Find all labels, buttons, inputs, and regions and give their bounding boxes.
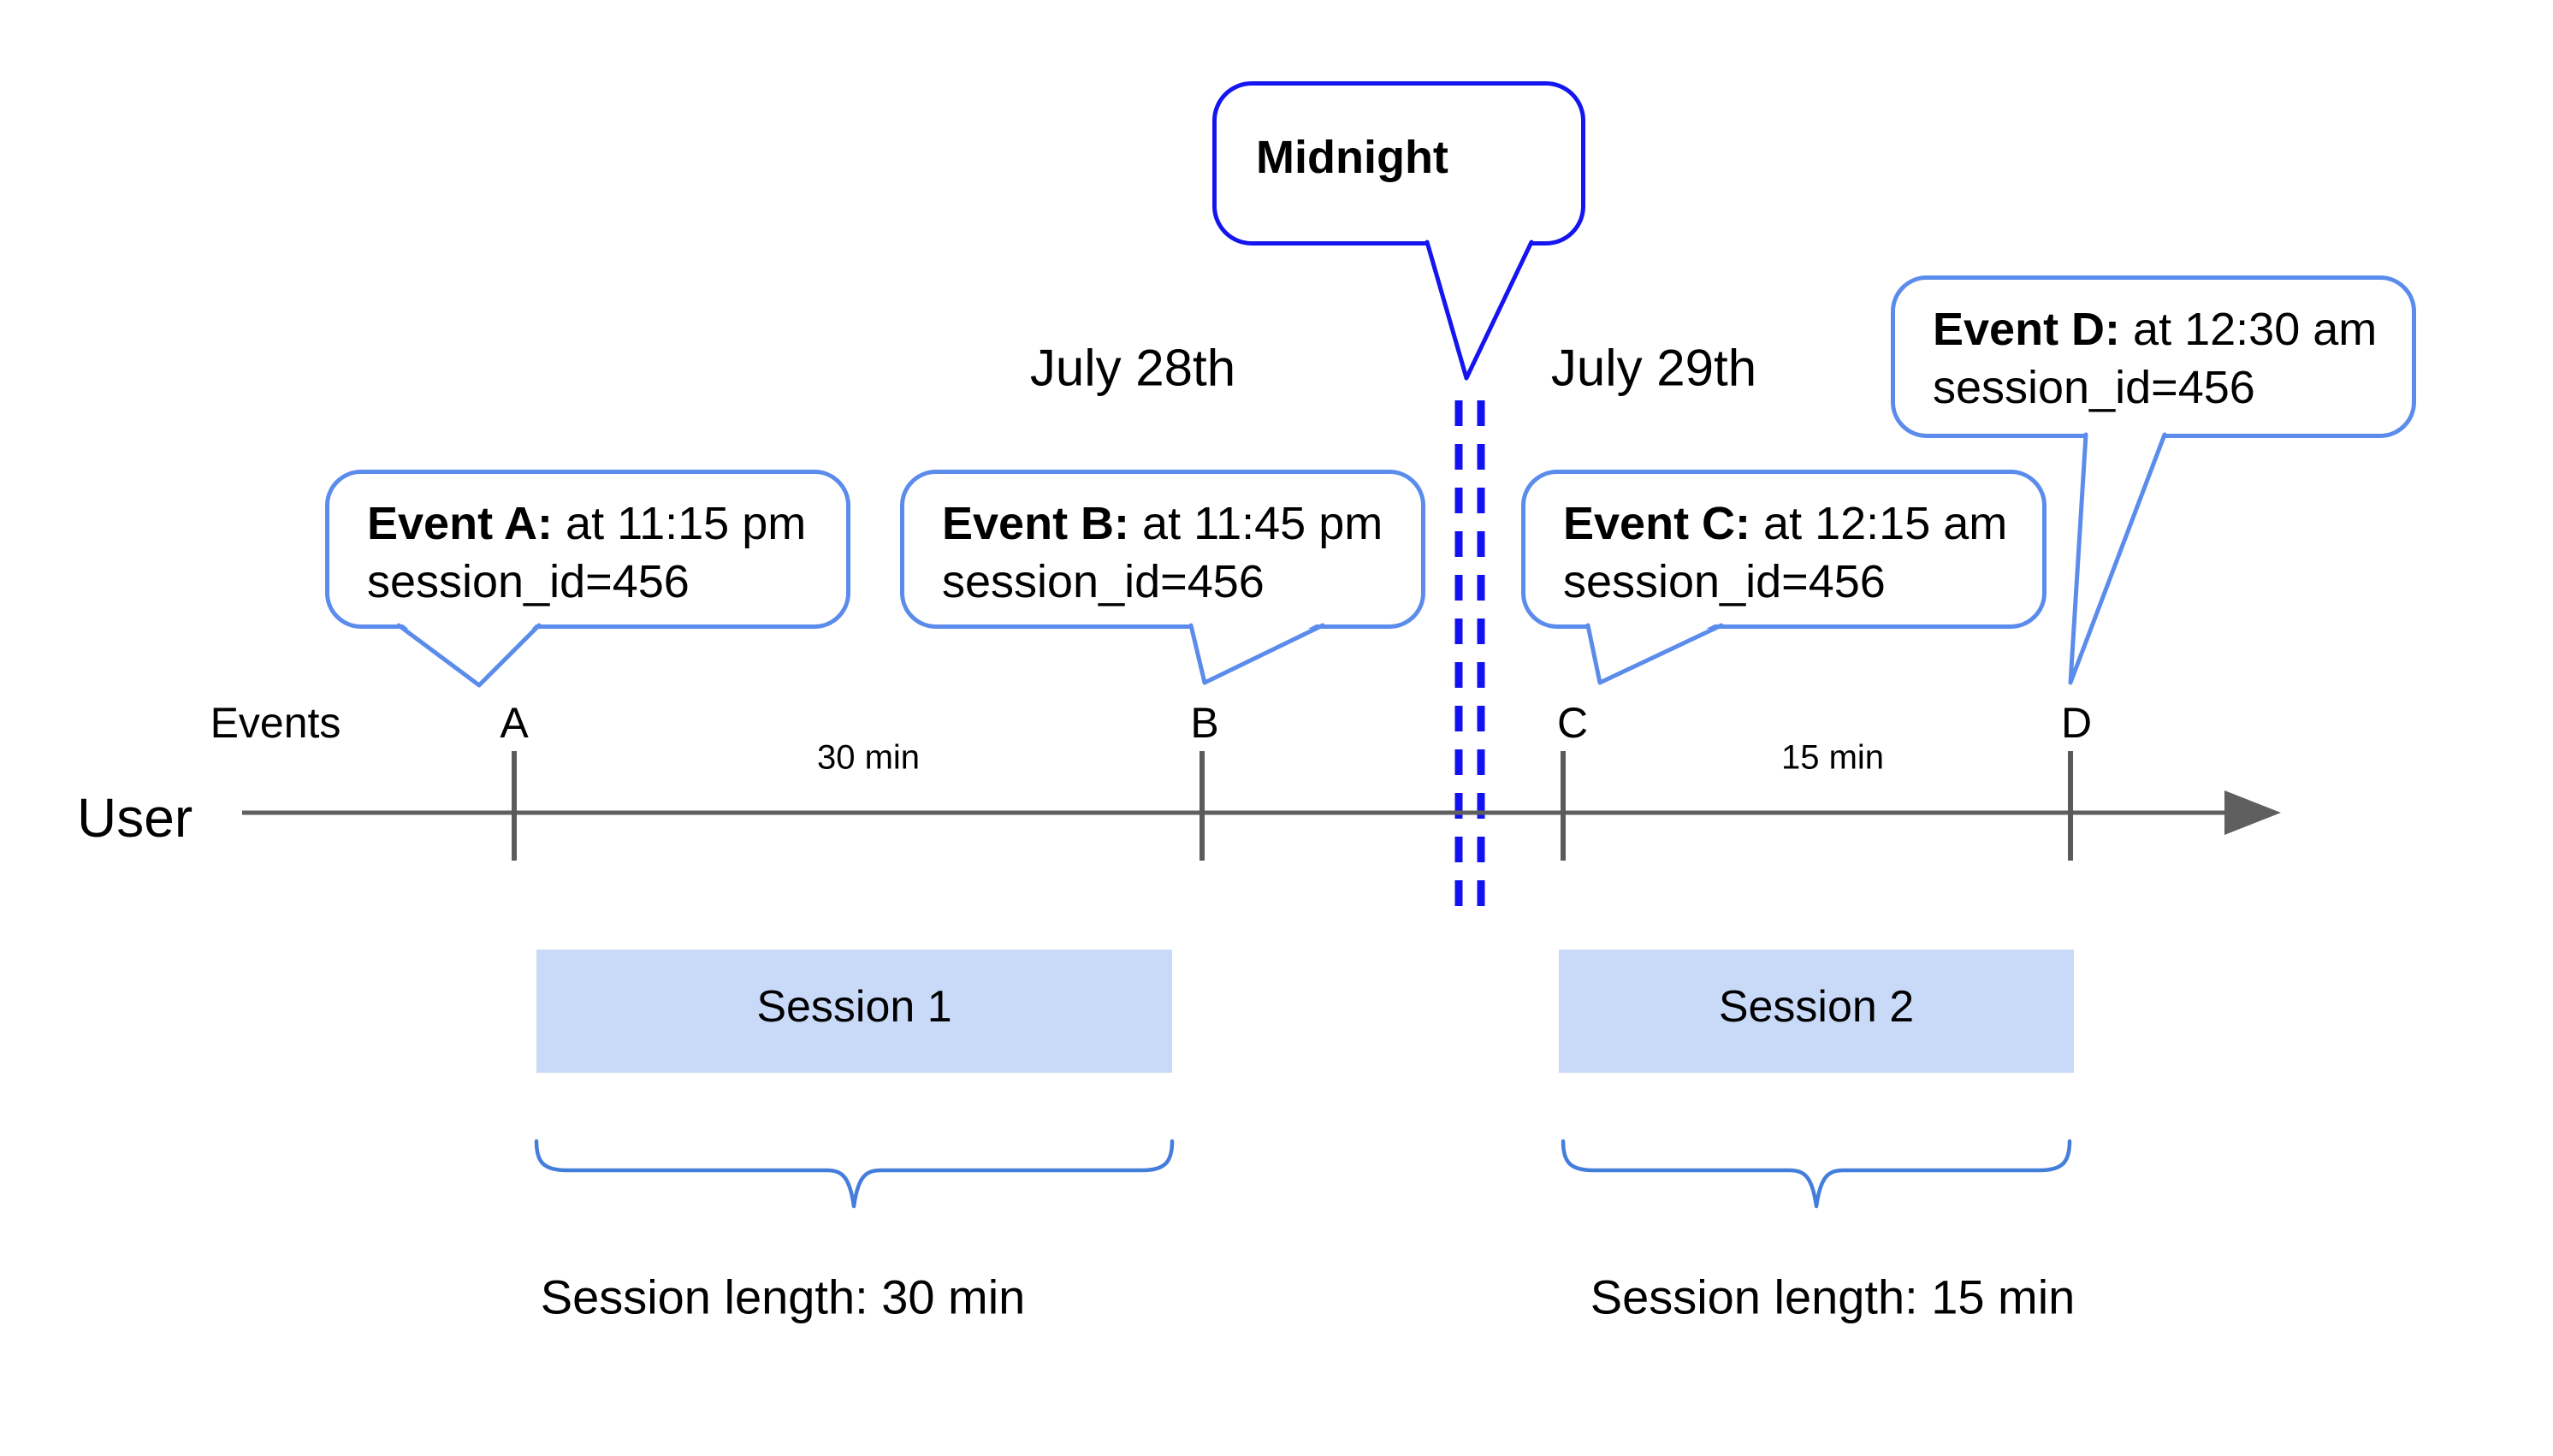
event-a-session-id: session_id=456 (367, 556, 690, 607)
midnight-callout-tail (1425, 238, 1534, 381)
user-axis-label: User (77, 787, 193, 849)
session-2-label: Session 2 (1718, 982, 1915, 1032)
session-1-box: Session 1 (536, 950, 1172, 1073)
date-label-july-29: July 29th (1550, 339, 1757, 397)
event-b-session-id: session_id=456 (942, 556, 1265, 607)
session-2-brace (1561, 1139, 2072, 1209)
midnight-callout: Midnight (1212, 81, 1585, 246)
event-d-callout: Event D: at 12:30 am session_id=456 (1891, 275, 2416, 438)
event-c-callout: Event C: at 12:15 am session_id=456 (1521, 470, 2047, 629)
timeline-arrowhead-icon (2224, 790, 2281, 835)
event-c-line1: Event C: at 12:15 am (1563, 498, 2008, 549)
event-d-session-id: session_id=456 (1933, 362, 2255, 413)
session-2-length-label: Session length: 15 min (1590, 1270, 2076, 1324)
event-marker-c: C (1556, 699, 1589, 747)
midnight-label: Midnight (1256, 132, 1448, 183)
interval-label-30min: 30 min (816, 738, 921, 777)
session-1-brace (534, 1139, 1175, 1209)
event-d-line1: Event D: at 12:30 am (1933, 304, 2378, 355)
session-2-box: Session 2 (1559, 950, 2074, 1073)
event-marker-d: D (2060, 699, 2093, 747)
event-a-callout: Event A: at 11:15 pm session_id=456 (325, 470, 850, 629)
session-1-length-label: Session length: 30 min (540, 1270, 1026, 1324)
event-b-callout: Event B: at 11:45 pm session_id=456 (900, 470, 1425, 629)
event-c-callout-tail (1585, 621, 1724, 685)
date-label-july-28: July 28th (1029, 339, 1236, 397)
interval-label-15min: 15 min (1780, 738, 1885, 777)
event-b-callout-tail (1188, 621, 1325, 685)
events-row-label: Events (210, 699, 341, 747)
event-c-session-id: session_id=456 (1563, 556, 1886, 607)
event-b-line1: Event B: at 11:45 pm (942, 498, 1383, 549)
event-a-line1: Event A: at 11:15 pm (367, 498, 807, 549)
event-d-callout-tail (2068, 430, 2167, 685)
session-1-label: Session 1 (756, 982, 952, 1032)
event-a-callout-tail (396, 621, 542, 688)
event-marker-a: A (500, 699, 529, 747)
event-marker-b: B (1190, 699, 1219, 747)
